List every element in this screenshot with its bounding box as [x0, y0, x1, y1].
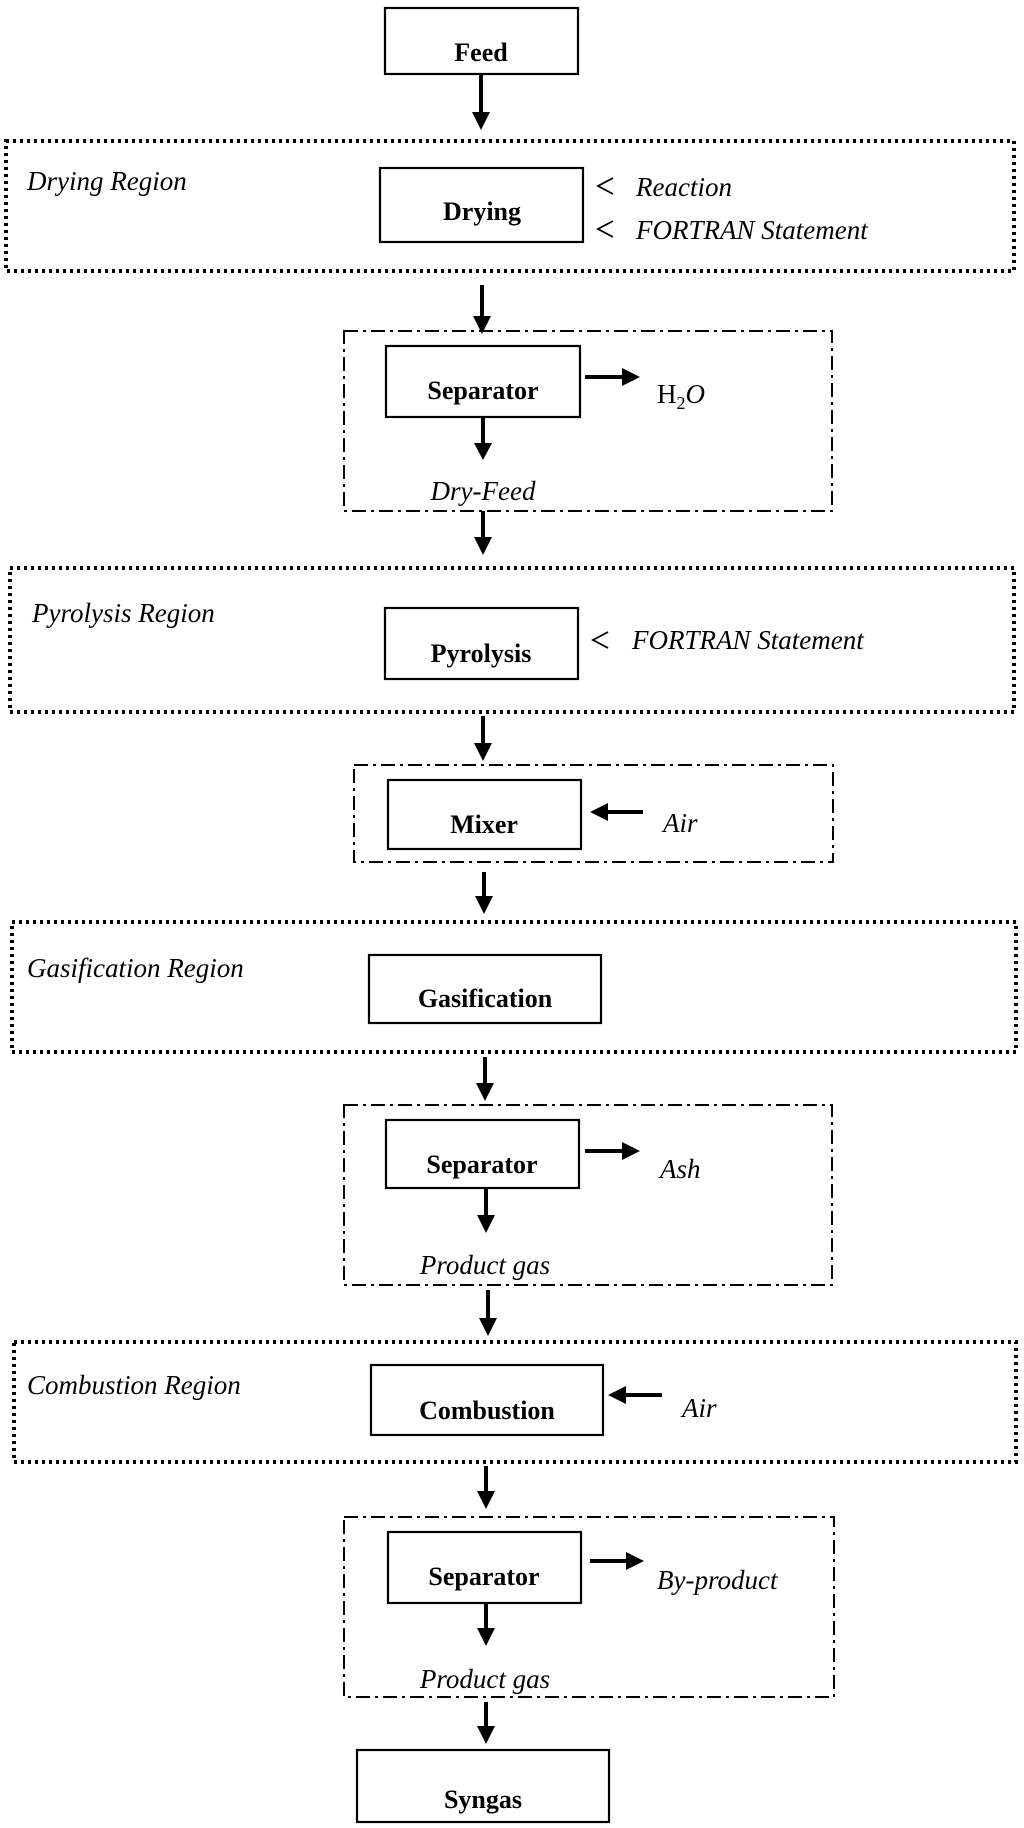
gasification-box: Gasification [367, 953, 603, 1025]
combustion-region-label: Combustion Region [27, 1370, 241, 1400]
separator-1-frame [343, 330, 833, 512]
svg-text:Mixer: Mixer [450, 810, 518, 839]
reaction-label: Reaction [635, 172, 732, 202]
h2o-label-h: H [657, 379, 677, 409]
feed-box: Feed [383, 6, 580, 76]
svg-text:Combustion: Combustion [419, 1396, 555, 1425]
syngas-box: Syngas [355, 1748, 611, 1824]
separator-2-frame [343, 1104, 833, 1286]
h2o-label-sub: 2 [677, 393, 686, 413]
separator-3-box: Separator [386, 1530, 583, 1605]
arrow-product-gas-to-syngas [477, 1702, 495, 1744]
svg-text:Separator: Separator [427, 376, 538, 405]
arrow-drying-to-separator-1 [473, 285, 491, 334]
separator-2-box: Separator [384, 1118, 581, 1190]
arrow-feed-to-drying [472, 74, 490, 130]
drying-region-frame [4, 139, 1016, 273]
svg-text:Gasification: Gasification [418, 984, 553, 1013]
pyrolysis-box: Pyrolysis [383, 606, 580, 681]
separator-1-box: Separator [384, 344, 582, 419]
fortran-statement-pyrolysis-label: FORTRAN Statement [631, 625, 865, 655]
arrow-separator-3-to-by-product [590, 1552, 644, 1570]
arrow-pyrolysis-to-mixer [474, 716, 492, 761]
arrow-gasification-to-separator-2 [476, 1057, 494, 1101]
fortran-statement-drying-label: FORTRAN Statement [635, 215, 869, 245]
svg-text:Separator: Separator [426, 1150, 537, 1179]
combustion-box: Combustion [369, 1363, 605, 1437]
air-mixer-label: Air [661, 808, 698, 838]
arrow-separator-2-to-ash [585, 1142, 640, 1160]
h2o-label-o: O [686, 379, 706, 409]
drying-box: Drying [378, 166, 585, 244]
arrow-separator-1-to-dry-feed [474, 417, 492, 460]
dry-feed-label: Dry-Feed [430, 476, 536, 506]
arrow-separator-1-to-h2o [585, 368, 640, 386]
arrow-mixer-to-gasification [475, 872, 493, 914]
mixer-frame [353, 764, 834, 863]
product-gas-2-label: Product gas [419, 1664, 550, 1694]
product-gas-1-label: Product gas [419, 1250, 550, 1280]
arrow-separator-3-to-product-gas [477, 1603, 495, 1646]
svg-text:Pyrolysis: Pyrolysis [431, 639, 532, 668]
arrow-dry-feed-to-pyrolysis [474, 511, 492, 555]
by-product-label: By-product [657, 1565, 779, 1595]
chevron-reaction-icon [596, 177, 614, 195]
h2o-label: H2O [657, 379, 705, 413]
combustion-region-frame [12, 1340, 1018, 1464]
svg-text:Drying: Drying [443, 197, 521, 226]
chevron-fortran-pyrolysis-icon [591, 631, 609, 649]
arrow-air-to-combustion [608, 1386, 662, 1404]
gasification-region-label: Gasification Region [27, 953, 244, 983]
mixer-box: Mixer [386, 778, 583, 851]
svg-text:Feed: Feed [454, 38, 508, 67]
arrow-product-gas-to-combustion [479, 1290, 497, 1336]
arrow-combustion-to-separator-3 [477, 1466, 495, 1509]
chevron-fortran-drying-icon [596, 220, 614, 238]
pyrolysis-region-label: Pyrolysis Region [31, 598, 215, 628]
ash-label: Ash [658, 1154, 701, 1184]
separator-3-frame [343, 1516, 835, 1698]
drying-region-label: Drying Region [26, 166, 187, 196]
arrow-air-to-mixer [590, 803, 643, 821]
svg-text:Separator: Separator [428, 1562, 539, 1591]
arrow-separator-2-to-product-gas [477, 1188, 495, 1233]
air-combustion-label: Air [680, 1393, 717, 1423]
svg-text:Syngas: Syngas [444, 1785, 522, 1814]
